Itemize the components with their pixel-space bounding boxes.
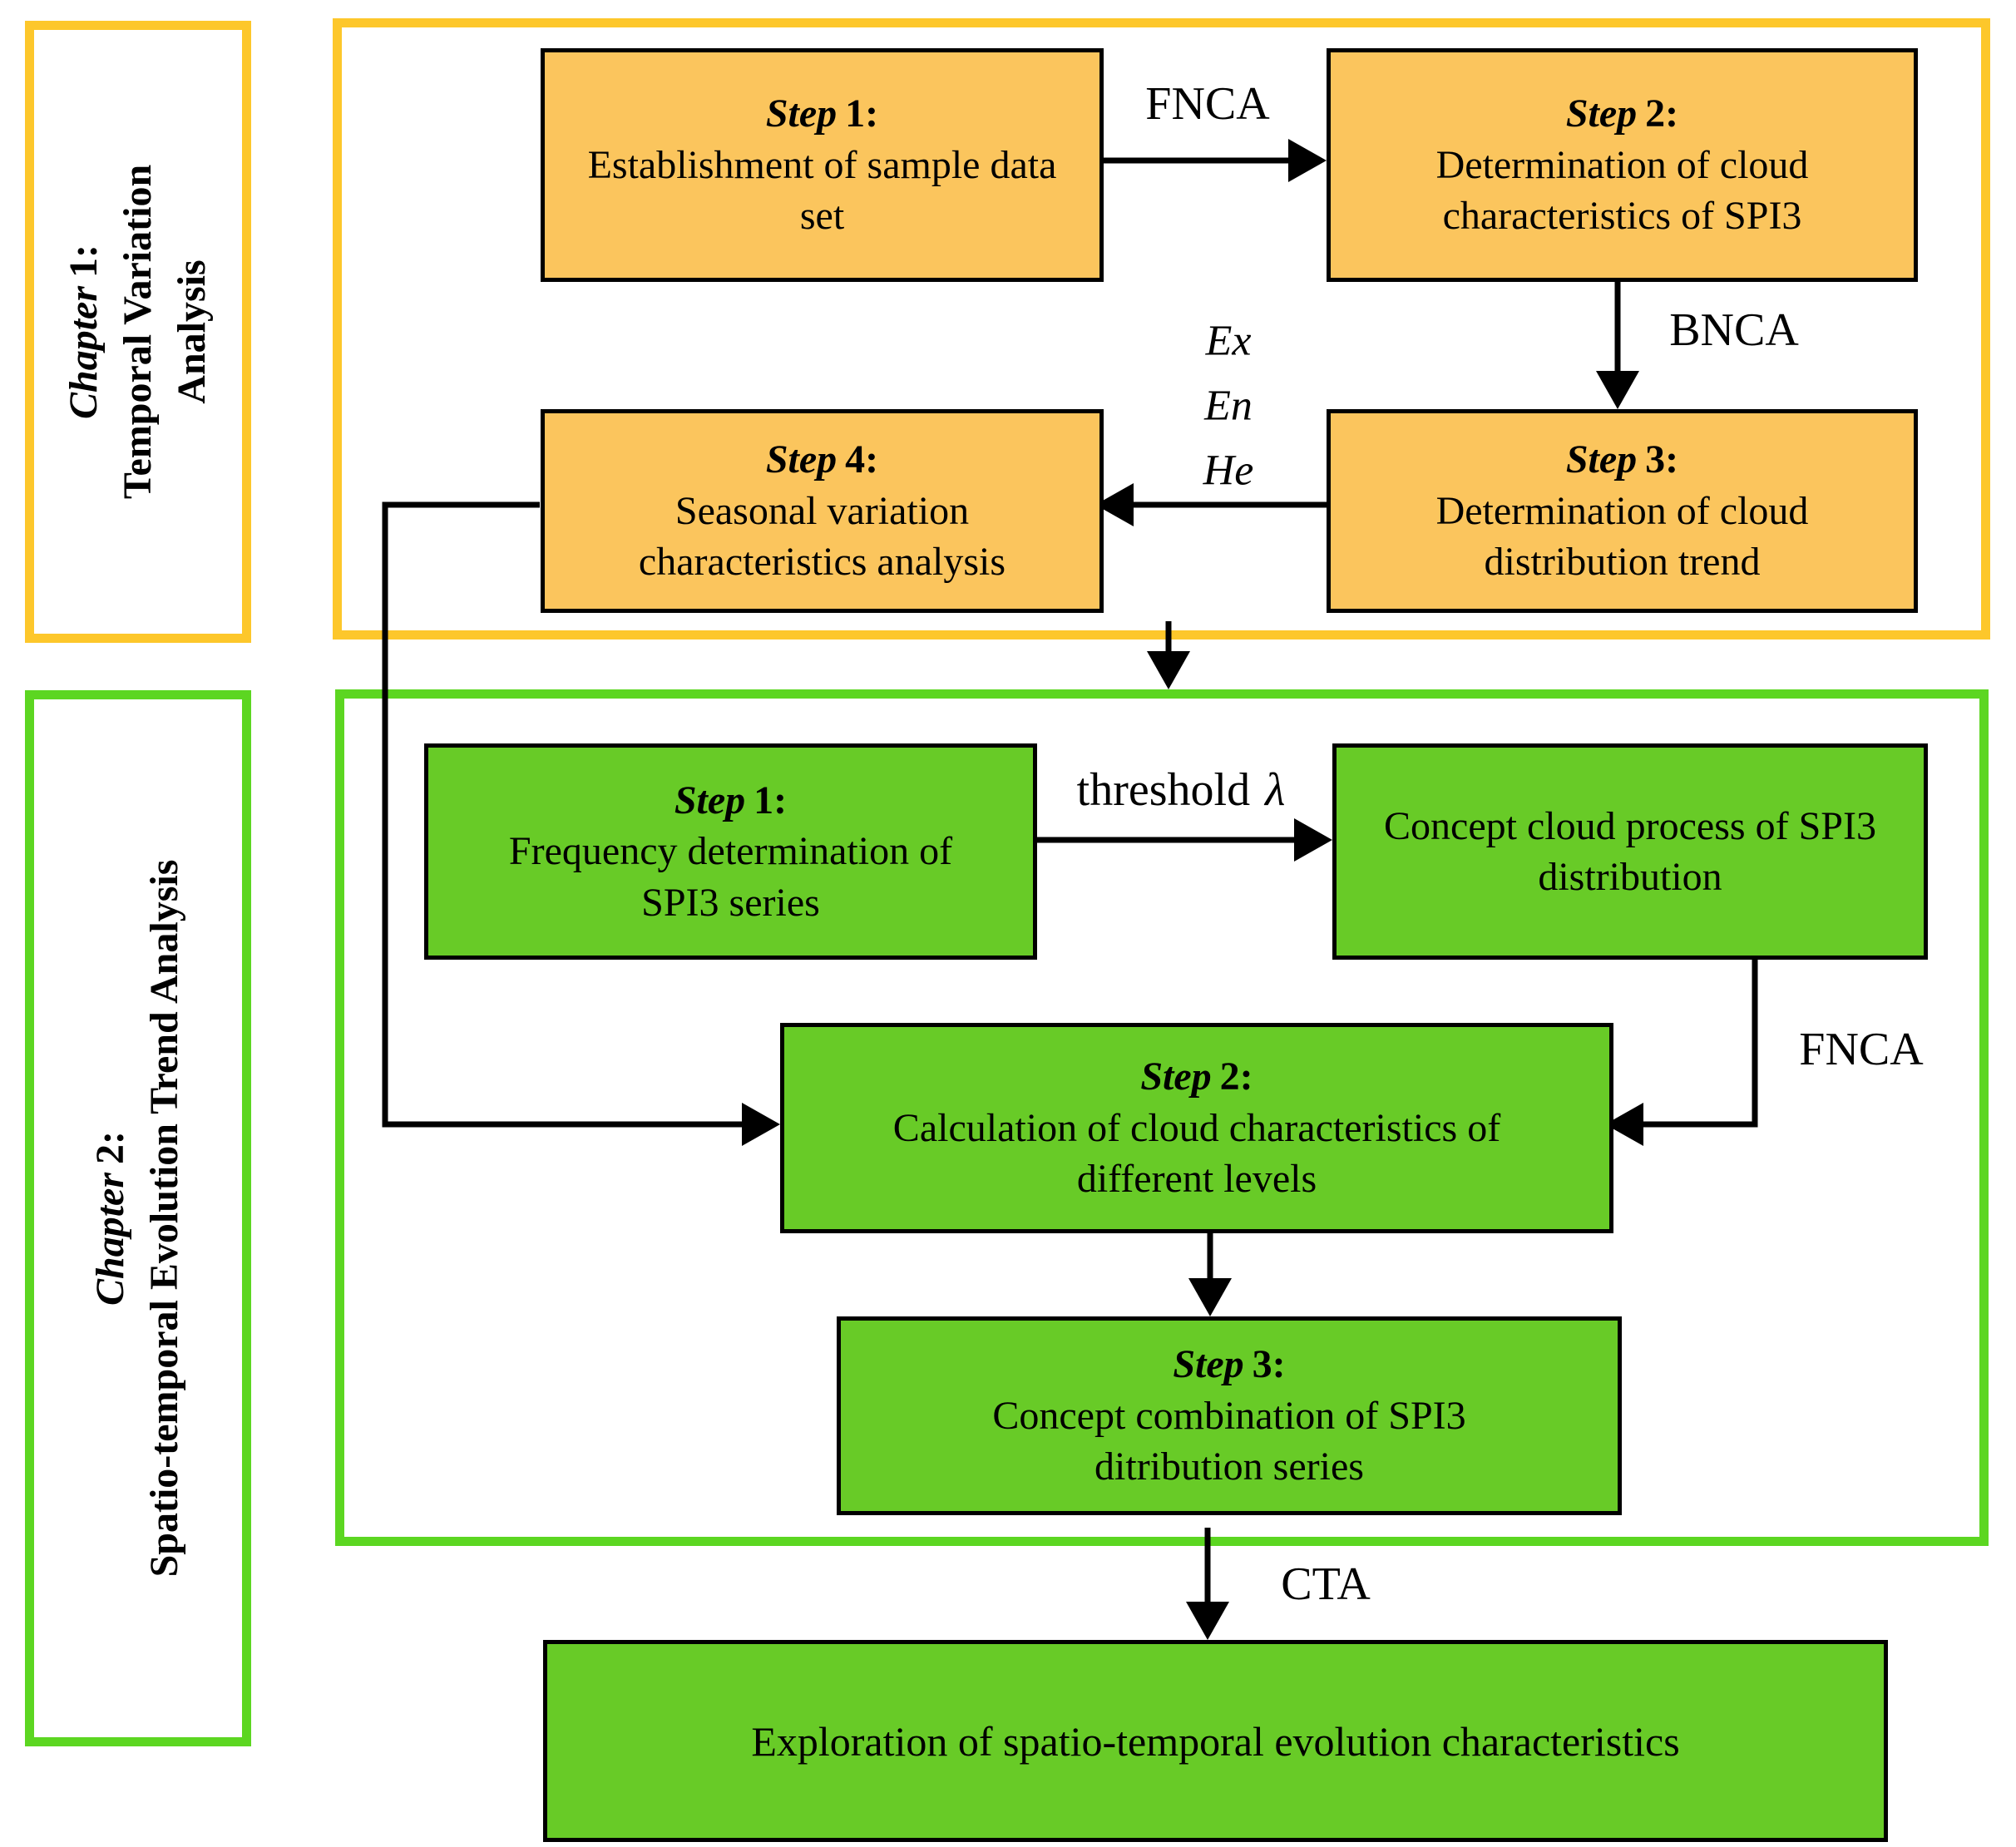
chapter1-label: Chapter 1: Temporal Variation Analysis bbox=[57, 82, 219, 581]
label-lambda: λ bbox=[1265, 764, 1286, 816]
arrow-ch2-to-final-head-icon bbox=[1186, 1602, 1229, 1640]
label-en: En bbox=[1204, 382, 1253, 430]
ch2-concept-box: Concept cloud process of SPI3 distributi… bbox=[1332, 743, 1928, 960]
chapter1-label-subtitle: Temporal Variation Analysis bbox=[115, 164, 214, 500]
chapter2-label-num: 2: bbox=[88, 1131, 133, 1164]
label-bnca: BNCA bbox=[1669, 304, 1799, 356]
ch1-step3-title-word: Step bbox=[1565, 437, 1638, 482]
chapter2-label-subtitle: Spatio-temporal Evolution Trend Analysis bbox=[142, 859, 186, 1578]
ch1-step4-title-word: Step bbox=[765, 437, 838, 482]
chapter1-container bbox=[333, 18, 1990, 640]
ch1-step2-body: Determination of cloud characteristics o… bbox=[1435, 142, 1809, 239]
ch1-step3-title-num: 3: bbox=[1645, 437, 1679, 482]
ch2-step1-title-num: 1: bbox=[754, 778, 788, 822]
chapter2-label-panel: Chapter 2: Spatio-temporal Evolution Tren… bbox=[25, 690, 251, 1746]
label-ex: Ex bbox=[1205, 317, 1252, 365]
ch2-step3-body: Concept combination of SPI3 ditribution … bbox=[992, 1393, 1466, 1489]
ch1-step2-title-num: 2: bbox=[1645, 91, 1679, 136]
chapter1-label-num: 1: bbox=[61, 244, 106, 278]
chapter2-label: Chapter 2: Spatio-temporal Evolution Tren… bbox=[84, 711, 192, 1726]
final-box: Exploration of spatio-temporal evolution… bbox=[543, 1640, 1888, 1842]
label-he: He bbox=[1203, 447, 1254, 495]
ch2-step1-body: Frequency determination of SPI3 series bbox=[508, 829, 953, 925]
ch2-step3-title-word: Step bbox=[1173, 1342, 1244, 1387]
label-fnca-ch1: FNCA bbox=[1145, 78, 1270, 130]
chapter1-label-panel: Chapter 1: Temporal Variation Analysis bbox=[25, 21, 251, 643]
arrow-ch1-to-ch2-head-icon bbox=[1147, 651, 1190, 689]
ch2-step3-title-num: 3: bbox=[1252, 1342, 1286, 1387]
ch1-step2-title-word: Step bbox=[1565, 91, 1638, 136]
label-cta: CTA bbox=[1281, 1558, 1371, 1610]
ch1-step1-title-num: 1: bbox=[845, 91, 879, 136]
ch2-step2-body: Calculation of cloud characteristics of … bbox=[892, 1105, 1501, 1202]
label-fnca-ch2: FNCA bbox=[1799, 1024, 1924, 1075]
ch2-step1-title-word: Step bbox=[674, 778, 746, 822]
final-box-body: Exploration of spatio-temporal evolution… bbox=[751, 1717, 1680, 1765]
ch2-step2-title-num: 2: bbox=[1219, 1054, 1253, 1099]
label-threshold-lambda: threshold λ bbox=[1077, 763, 1286, 817]
chapter2-container bbox=[335, 689, 1989, 1546]
ch1-step4-title-num: 4: bbox=[845, 437, 879, 482]
ch2-step2-title-word: Step bbox=[1140, 1054, 1212, 1099]
label-threshold: threshold bbox=[1076, 764, 1251, 816]
chapter1-label-word: Chapter bbox=[61, 285, 106, 420]
ch1-step4-body: Seasonal variation characteristics analy… bbox=[638, 488, 1006, 585]
chapter2-label-word: Chapter bbox=[88, 1172, 133, 1306]
ch1-step1-title-word: Step bbox=[765, 91, 838, 136]
ch1-step3-body: Determination of cloud distribution tren… bbox=[1435, 488, 1809, 585]
ch1-step1-body: Establishment of sample data set bbox=[587, 142, 1057, 239]
ch2-concept-body: Concept cloud process of SPI3 distributi… bbox=[1384, 803, 1876, 899]
